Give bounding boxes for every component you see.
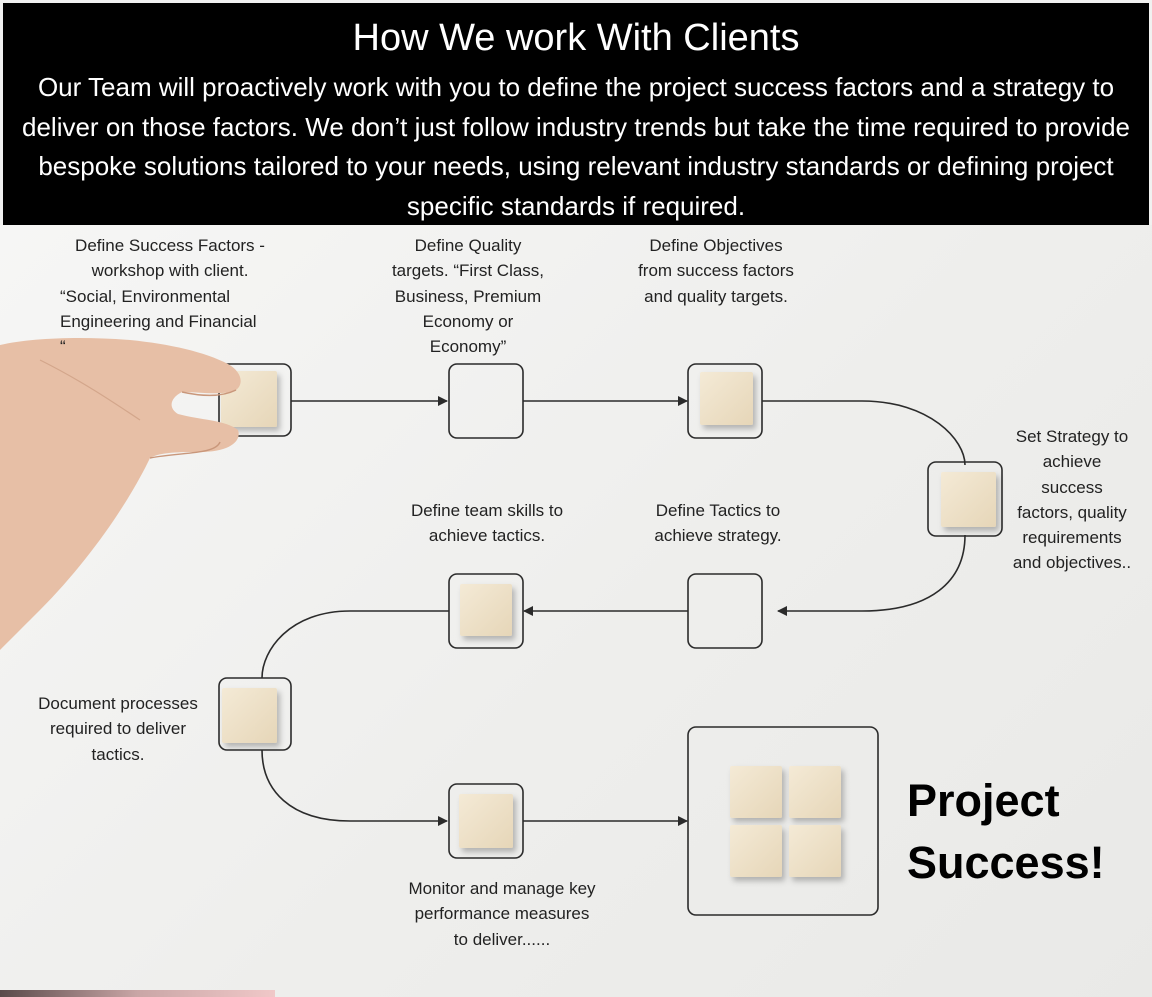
label-line: targets. “First Class,	[391, 261, 545, 281]
bottom-image-strip	[0, 990, 275, 997]
step-box-team-skills	[448, 573, 524, 649]
block-monitor	[459, 794, 513, 848]
block-strategy	[941, 472, 996, 527]
label-line: from success factors	[638, 261, 794, 281]
label-line: required to deliver	[49, 719, 187, 739]
label-line: Define Objectives	[649, 236, 783, 255]
label-line: performance measures	[414, 904, 590, 924]
label-line: “Social, Environmental	[60, 286, 231, 306]
block-team-skills	[460, 584, 512, 636]
block-result-1	[730, 766, 782, 818]
label-line: Define team skills to	[410, 501, 564, 520]
label-line: requirements	[1022, 528, 1122, 548]
label-line: tactics.	[91, 744, 145, 764]
label-line: achieve	[1042, 452, 1102, 472]
label-team-skills: Define team skills to achieve tactics.	[387, 498, 587, 549]
label-line: success	[1041, 477, 1103, 497]
label-quality: Define Quality targets. “First Class, Bu…	[370, 233, 566, 359]
label-line: Document processes	[38, 694, 198, 713]
label-line: Economy or	[422, 311, 514, 331]
label-line: to deliver......	[453, 929, 551, 949]
label-line: Define Tactics to	[655, 501, 781, 520]
connector-lines	[261, 396, 966, 826]
wood-blocks	[221, 371, 996, 877]
hand-illustration	[0, 337, 241, 650]
project-success-line-1: Project	[907, 775, 1060, 826]
block-result-3	[730, 825, 782, 877]
curve-6-to-7	[261, 610, 449, 679]
label-line: and objectives..	[1012, 553, 1132, 573]
block-document	[222, 688, 277, 743]
label-line: achieve strategy.	[654, 526, 782, 546]
step-box-monitor	[448, 783, 524, 859]
curve-7-to-8	[261, 749, 448, 826]
curve-3-to-4	[762, 400, 966, 466]
label-line: Define Quality	[414, 236, 522, 255]
label-line: workshop with client.	[91, 261, 249, 281]
curve-4-to-5	[777, 534, 966, 616]
label-objectives: Define Objectives from success factors a…	[616, 233, 816, 309]
block-objectives	[700, 372, 753, 425]
label-line: and quality targets.	[644, 286, 788, 306]
label-line: “	[55, 334, 285, 346]
page-title: How We work With Clients	[352, 17, 800, 59]
page-subtitle: Our Team will proactively work with you …	[22, 72, 1130, 221]
label-line: Set Strategy to	[1015, 427, 1129, 446]
step-box-tactics	[687, 573, 763, 649]
step-box-success-factors	[218, 363, 292, 437]
label-line: Monitor and manage key	[408, 879, 596, 898]
label-line: achieve tactics.	[428, 526, 546, 546]
step-box-objectives	[687, 363, 763, 439]
label-line: factors, quality	[1017, 502, 1127, 522]
project-success-heading: Project Success!	[907, 770, 1105, 894]
label-tactics: Define Tactics to achieve strategy.	[628, 498, 808, 549]
result-box	[687, 726, 879, 916]
label-document: Document processes required to deliver t…	[18, 691, 218, 767]
step-box-quality	[448, 363, 524, 439]
project-success-line-2: Success!	[907, 837, 1105, 888]
block-result-2	[789, 766, 841, 818]
label-line: Business, Premium	[394, 286, 542, 306]
label-line: Economy”	[429, 337, 507, 357]
label-monitor: Monitor and manage key performance measu…	[387, 876, 617, 952]
step-box-document	[218, 677, 292, 751]
label-success-factors: Define Success Factors - workshop with c…	[55, 233, 285, 346]
label-line: Engineering and Financial	[60, 311, 257, 331]
step-box-strategy	[927, 461, 1003, 537]
block-result-4	[789, 825, 841, 877]
header-banner: How We work With Clients Our Team will p…	[3, 3, 1149, 225]
label-line: Define Success Factors -	[75, 236, 265, 255]
label-strategy: Set Strategy to achieve success factors,…	[995, 424, 1149, 576]
